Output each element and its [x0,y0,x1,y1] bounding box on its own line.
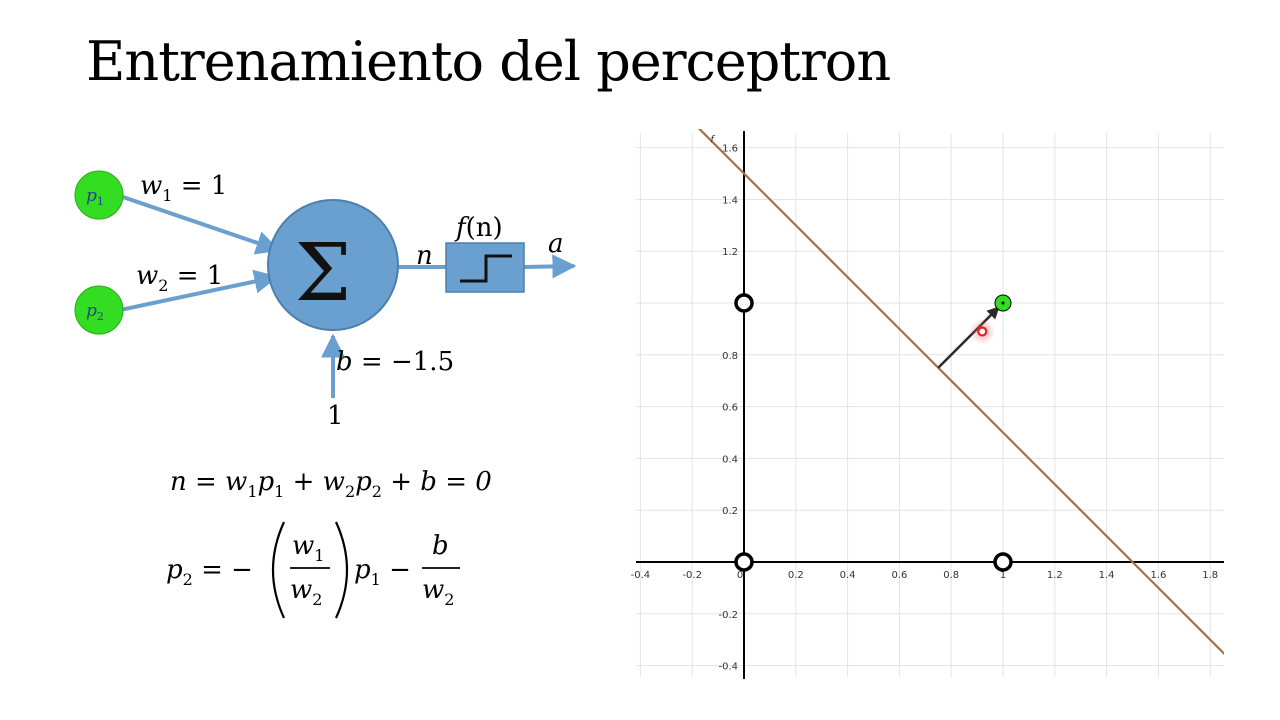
output-arrow [523,254,577,279]
x-tick-label: 1.6 [1150,570,1166,581]
input-node-p1-label: p1 [86,186,104,208]
x-tick-label: 1 [1000,570,1006,581]
input-node-p2-label: p2 [86,301,104,323]
class0-point [993,552,1013,572]
neuron-summation [267,199,399,331]
weight1-label: w1 = 1 [140,171,227,205]
x-tick-label: 1.4 [1099,570,1115,581]
transfer-function-label: f(n) [454,213,503,243]
input-node-p1 [74,170,124,220]
y-tick-label: 1.2 [722,247,738,258]
eq2-left-paren [271,521,286,619]
class0-point [734,293,754,313]
weight1-connection [119,194,281,255]
decision-line-label: f [710,134,715,145]
y-tick-label: -0.4 [718,662,738,673]
y-tick-label: 0.6 [722,403,738,414]
eq2-frac2-numerator: b [432,531,449,561]
equation-net: n = w1p1 + w2p2 + b = 0 [170,467,492,501]
decision-boundary-plot: -0.4 -0.2 0 0.2 0.4 0.6 0.8 1 1.2 1.4 1.6 1.8 -0.4 -0… [631,129,1224,679]
weight-vector-arrow [937,306,1000,369]
x-tick-label: 0.6 [891,570,907,581]
x-tick-label: -0.4 [631,570,651,581]
x-tick-label: 1.2 [1047,570,1063,581]
eq2-right-paren [334,521,349,619]
y-tick-label: 0.4 [722,454,738,465]
x-tick-label: 0 [737,570,743,581]
eq2-mid: p1 − [354,555,411,589]
decision-boundary-line [697,129,1224,656]
x-tick-label: 1.8 [1202,570,1218,581]
eq2-frac1-numerator: w1 [292,531,324,565]
bias-label: b = −1.5 [336,347,454,377]
weight2-label: w2 = 1 [136,261,223,295]
net-label: n [416,241,433,271]
weight2-connection [119,269,279,312]
y-tick-label: -0.2 [718,610,738,621]
x-tick-label: 0.2 [788,570,804,581]
y-tick-label: 1.6 [722,144,738,155]
summation-symbol: Σ [295,226,352,319]
output-label: a [548,229,564,259]
class0-point [734,552,754,572]
perceptron-diagram: p1 p2 w1 = 1 w2 = 1 Σ n f(n) a b = −1.5 … [74,170,577,619]
input-node-p2 [74,285,124,335]
equation-boundary: p2 = − w1 w2 p1 − b w2 [166,521,460,619]
x-tick-label: 0.8 [943,570,959,581]
slide-title: Entrenamiento del perceptron [86,30,891,93]
eq2-frac1-denominator: w2 [290,575,322,609]
x-tick-label: 0.4 [840,570,856,581]
class1-point-center [1001,301,1005,305]
x-tick-label: -0.2 [682,570,702,581]
y-tick-label: 1.4 [722,195,738,206]
eq2-frac2-denominator: w2 [422,575,454,609]
bias-input-value: 1 [327,401,344,431]
y-tick-label: 0.2 [722,506,738,517]
highlight-point [977,326,988,337]
step-function-icon [460,254,512,283]
y-tick-label: 0.8 [722,351,738,362]
eq2-lhs: p2 = − [166,555,253,589]
